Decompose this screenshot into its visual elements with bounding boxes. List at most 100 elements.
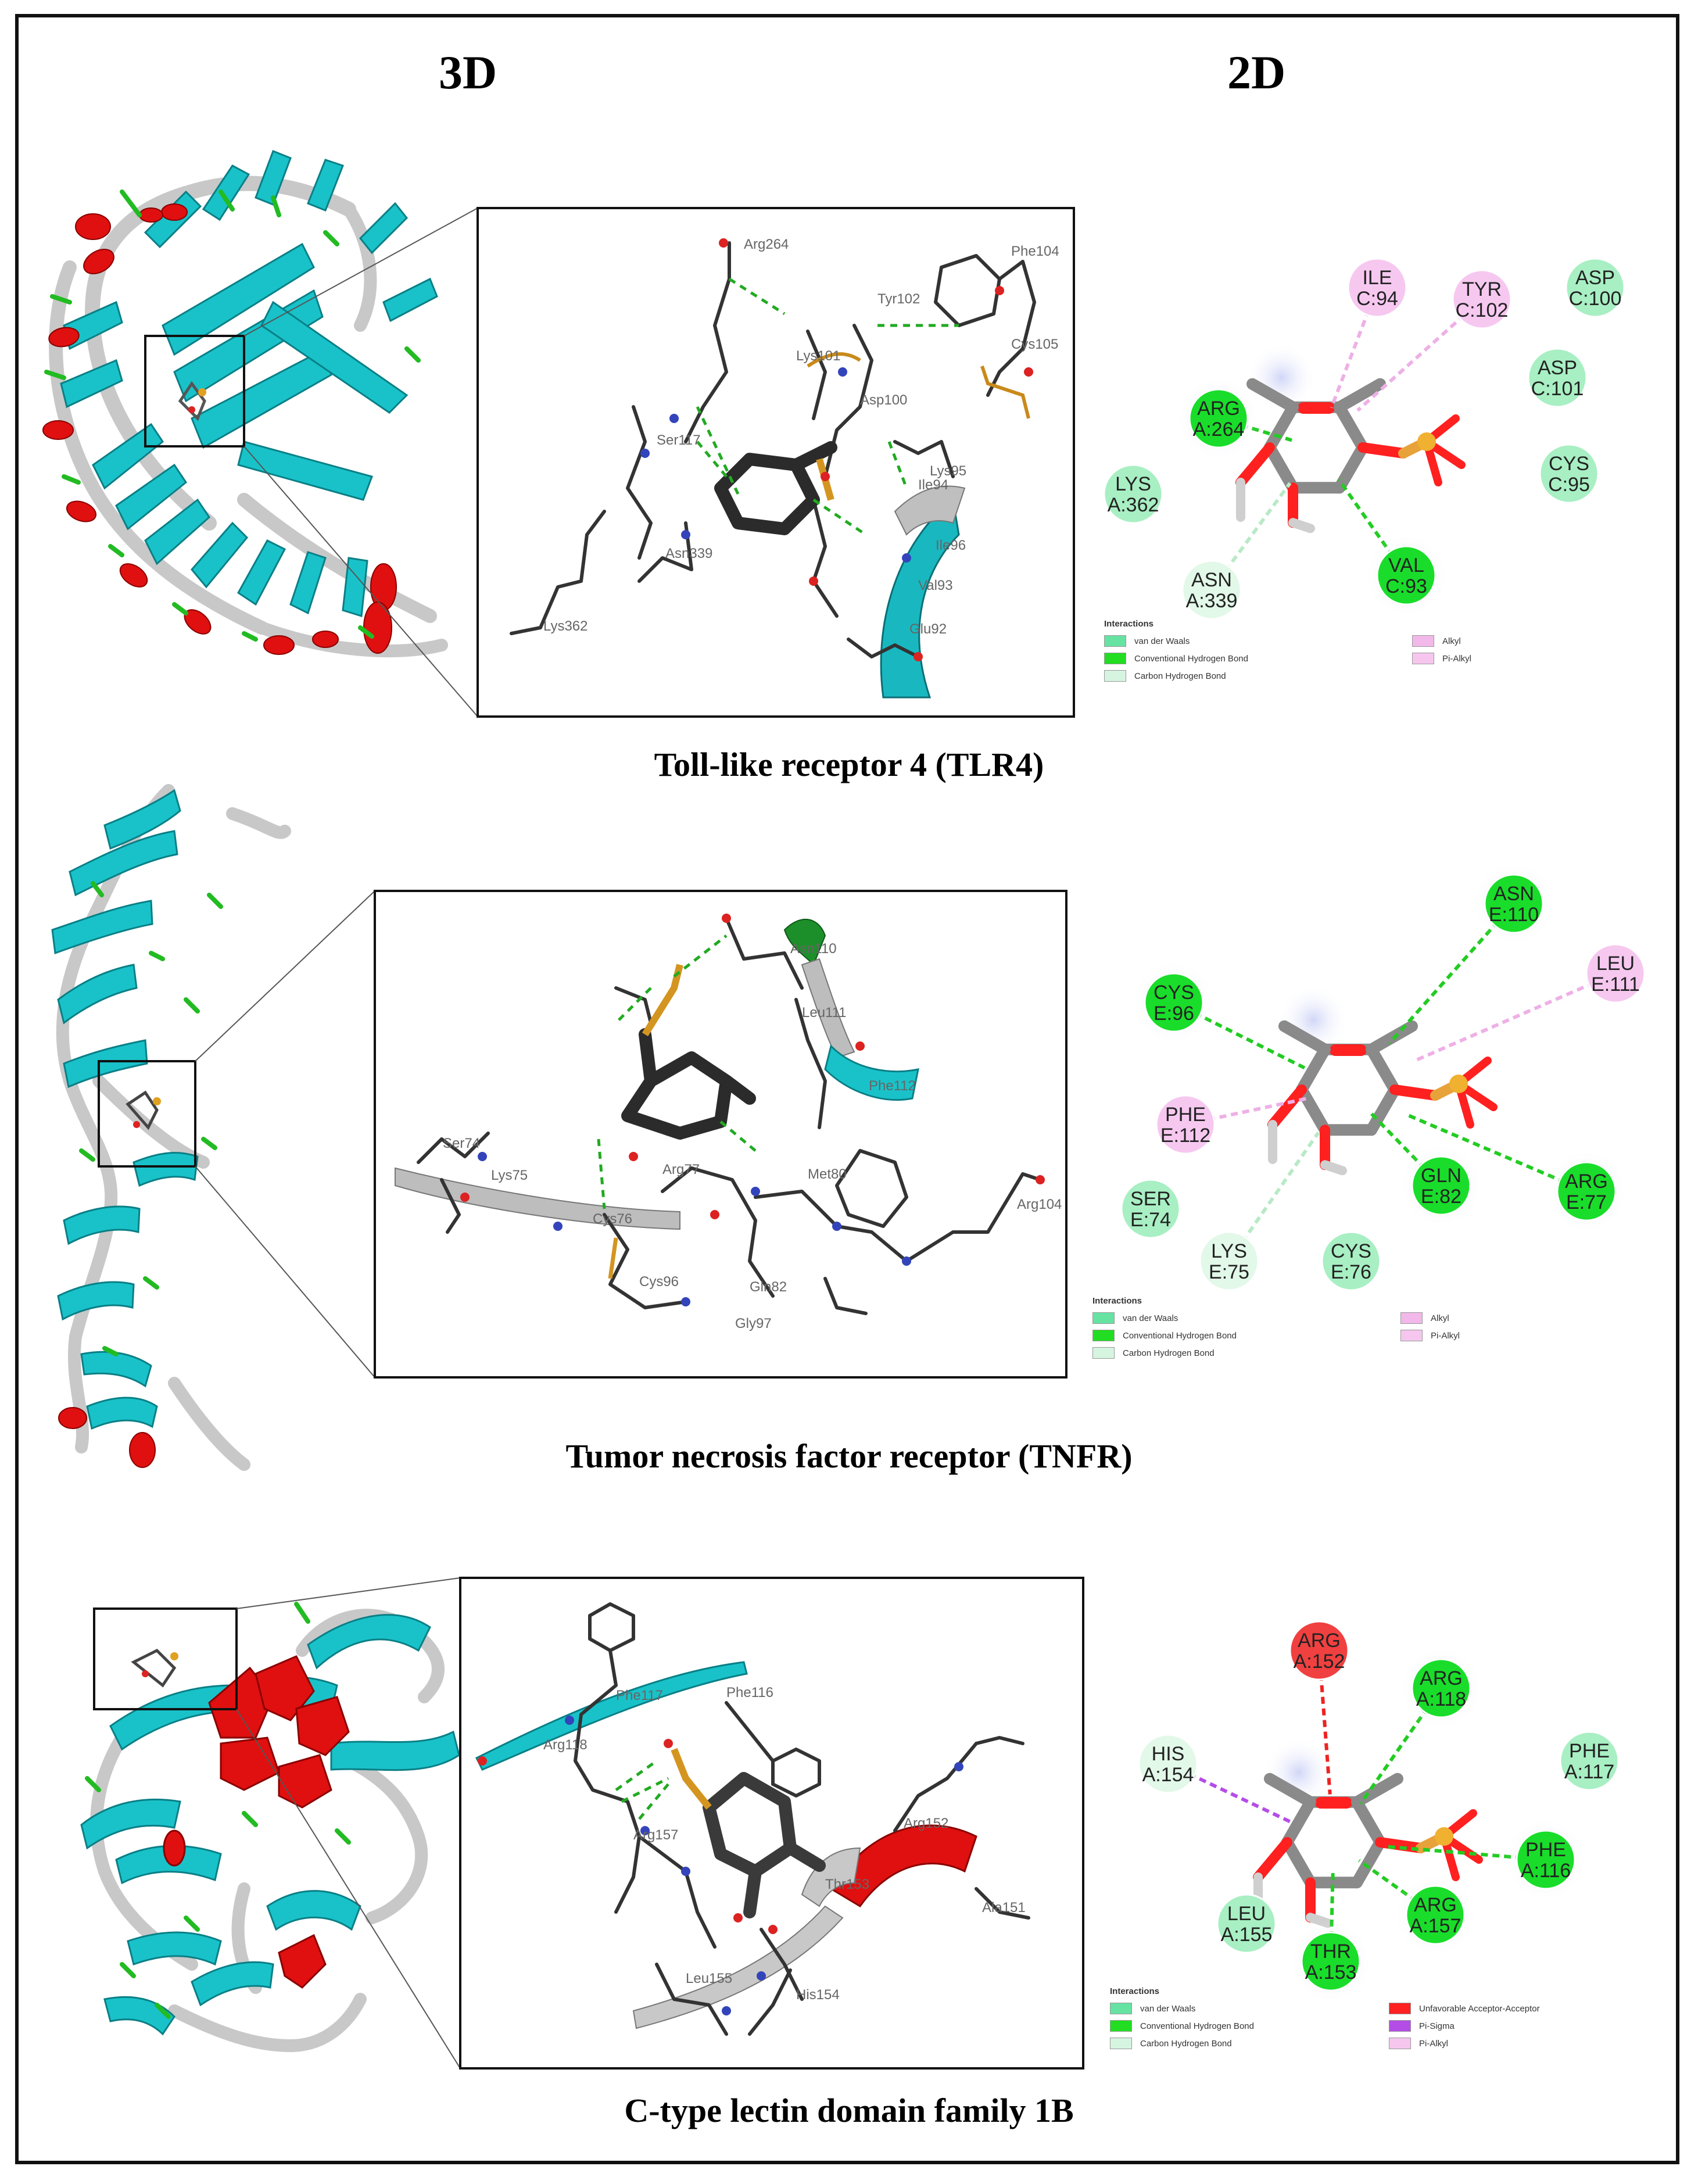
residue-id: E:77 [1566, 1191, 1607, 1213]
residue-id: A:339 [1186, 590, 1238, 612]
tlr4-legend: Interactions van der Waals Conventional … [1104, 619, 1674, 694]
residue-id: E:96 [1154, 1003, 1194, 1025]
residue-circle [1144, 972, 1204, 1033]
clec-ligand-2d [1253, 1738, 1483, 1928]
tnfr-ligand-2d [1267, 985, 1498, 1176]
tnfr-zoom-box: Asn110 Leu111 Phe112 Ser74 Lys75 Arg77 M… [374, 890, 1067, 1379]
residue-name: ARG [1414, 1894, 1457, 1916]
residue-name: VAL [1388, 554, 1424, 577]
tnfr-legend: Interactions van der Waals Conventional … [1092, 1296, 1662, 1372]
residue-name: LYS [1211, 1240, 1247, 1262]
residue-name: SER [1130, 1188, 1171, 1210]
legend-label: Carbon Hydrogen Bond [1123, 1348, 1215, 1358]
residue-id: A:152 [1294, 1650, 1345, 1673]
interaction-line [1330, 287, 1379, 409]
residue-circle [1120, 1179, 1181, 1239]
legend-title: Interactions [1104, 619, 1154, 629]
residue-circle [1347, 257, 1407, 318]
tnfr-protein-3d [51, 784, 375, 1471]
tnfr-label: Leu111 [802, 1005, 847, 1021]
legend-swatch [1412, 653, 1434, 664]
residue-circle [1516, 1829, 1576, 1890]
residue-name: CYS [1154, 982, 1194, 1004]
residue-name: ARG [1565, 1170, 1608, 1193]
legend-swatch [1110, 2003, 1132, 2014]
residue-circle [1527, 348, 1588, 408]
residue-id: E:111 [1591, 973, 1640, 996]
legend-swatch [1389, 2003, 1411, 2014]
legend-label: Pi-Alkyl [1419, 2038, 1449, 2049]
legend-swatch [1092, 1347, 1115, 1359]
legend-label: van der Waals [1134, 636, 1190, 646]
legend-swatch [1400, 1330, 1423, 1341]
clec-label: Phe117 [616, 1688, 663, 1703]
residue-name: ARG [1197, 398, 1240, 420]
legend-label: Pi-Alkyl [1442, 653, 1472, 664]
residue-circle [1585, 943, 1646, 1004]
tnfr-label: Cys96 [639, 1274, 679, 1290]
tnfr-label: Gln82 [750, 1279, 787, 1295]
residue-name: CYS [1549, 453, 1589, 475]
residue-circle [1138, 1734, 1198, 1794]
clec-label: Ala151 [982, 1900, 1026, 1916]
interaction-line [1210, 482, 1292, 591]
residue-id: C:100 [1569, 288, 1622, 310]
residue-id: E:76 [1331, 1261, 1371, 1283]
residue-id: C:102 [1456, 299, 1509, 321]
residue-id: A:117 [1564, 1761, 1614, 1783]
tlr4-label: Ile94 [918, 477, 948, 493]
legend-title: Interactions [1110, 1986, 1160, 1996]
residue-circle [1199, 1231, 1259, 1291]
tnfr-label: Lys75 [491, 1168, 528, 1183]
legend-swatch [1092, 1330, 1115, 1341]
tnfr-label: Arg77 [662, 1162, 700, 1177]
caption-clec: C-type lectin domain family 1B [624, 2092, 1074, 2129]
residue-circle [1556, 1161, 1617, 1222]
residue-name: ASP [1575, 267, 1615, 289]
tnfr-label: Asn110 [790, 941, 837, 957]
residue-circle [1452, 269, 1512, 330]
legend-label: Pi-Alkyl [1431, 1330, 1460, 1341]
residue-name: GLN [1421, 1165, 1461, 1187]
tnfr-label: Cys76 [593, 1211, 632, 1227]
tlr4-label: Phe104 [1011, 244, 1059, 259]
clec-label: Arg118 [543, 1737, 588, 1753]
legend-label: Carbon Hydrogen Bond [1134, 671, 1226, 681]
tlr4-protein-3d [42, 150, 478, 717]
residue-name: ASN [1191, 569, 1232, 591]
residue-circle [1181, 560, 1242, 620]
tnfr-label: Met80 [808, 1166, 847, 1182]
header-3d: 3D [439, 46, 497, 99]
legend-swatch [1110, 2020, 1132, 2032]
residue-circle [1321, 1231, 1381, 1291]
clec-label: His154 [796, 1987, 840, 2003]
tlr4-label: Lys101 [796, 348, 841, 364]
residue-name: LYS [1115, 473, 1151, 495]
residue-id: E:75 [1209, 1261, 1249, 1283]
residue-name: PHE [1165, 1104, 1206, 1126]
residue-name: PHE [1525, 1839, 1566, 1861]
legend-swatch [1389, 2020, 1411, 2032]
legend-swatch [1092, 1312, 1115, 1324]
legend-swatch [1389, 2038, 1411, 2049]
residue-id: C:93 [1385, 575, 1427, 597]
